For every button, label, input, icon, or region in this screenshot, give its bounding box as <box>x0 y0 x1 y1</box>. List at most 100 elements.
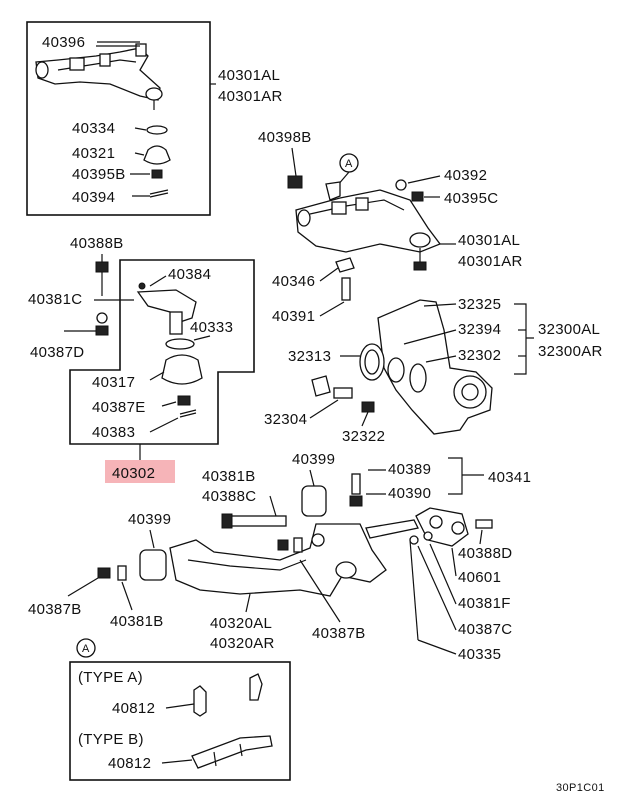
label-40381b-lower: 40381B <box>110 613 164 630</box>
knuckle-arm <box>136 289 197 323</box>
bushing-40399-upper <box>301 485 327 517</box>
label-32322: 32322 <box>342 428 385 445</box>
washer-40381b-lower <box>117 565 127 581</box>
tension-rod-40335 <box>365 507 493 641</box>
label-40383: 40383 <box>92 424 135 441</box>
nut-40395b <box>151 169 163 179</box>
ball-joint-exploded-box <box>69 259 255 445</box>
figure-code: 30P1C01 <box>556 782 605 794</box>
label-32394: 32394 <box>458 321 501 338</box>
label-40387d: 40387D <box>30 344 84 361</box>
clip-type-b <box>191 735 273 769</box>
label-40812-b: 40812 <box>108 755 151 772</box>
label-40390: 40390 <box>388 485 431 502</box>
cotter-pin-40394 <box>149 189 169 198</box>
boot-40321 <box>143 145 171 165</box>
label-40301ar-top: 40301AR <box>218 88 283 105</box>
label-40812-a: 40812 <box>112 700 155 717</box>
label-40302: 40302 <box>112 465 155 482</box>
label-40396: 40396 <box>42 34 85 51</box>
label-type-a: (TYPE A) <box>78 669 143 686</box>
callout-a-circle-bottom <box>76 638 96 658</box>
label-32313: 32313 <box>288 348 331 365</box>
bushing-40399-lower <box>139 549 167 581</box>
upper-arm-exploded-box <box>26 21 211 216</box>
label-40388d: 40388D <box>458 545 512 562</box>
bracket-32300 <box>514 303 534 375</box>
label-40387b-mid: 40387B <box>312 625 366 642</box>
label-40395c: 40395C <box>444 190 498 207</box>
callout-a-top: A <box>345 158 353 170</box>
label-40301ar-right: 40301AR <box>458 253 523 270</box>
label-40321: 40321 <box>72 145 115 162</box>
lower-arm <box>169 523 387 597</box>
bearing-32394 <box>387 357 405 383</box>
label-40346: 40346 <box>272 273 315 290</box>
nut-40387b-left <box>97 567 111 579</box>
label-40381b-upper: 40381B <box>202 468 256 485</box>
bolt-40391 <box>341 277 351 301</box>
label-32304: 32304 <box>264 411 307 428</box>
nut-40387d <box>95 325 109 336</box>
washer-40381c <box>96 312 108 324</box>
callout-a-bottom: A <box>82 643 90 655</box>
clip-type-a-side <box>249 673 263 701</box>
label-40387b-left: 40387B <box>28 601 82 618</box>
label-40389: 40389 <box>388 461 431 478</box>
washer-40334 <box>146 125 168 135</box>
label-32300al: 32300AL <box>538 321 600 338</box>
steering-knuckle <box>359 299 493 435</box>
label-40381c: 40381C <box>28 291 82 308</box>
label-type-b: (TYPE B) <box>78 731 144 748</box>
label-40333: 40333 <box>190 319 233 336</box>
clip-type-a-front <box>193 685 207 717</box>
label-40388c: 40388C <box>202 488 256 505</box>
washer-40381b-mid <box>293 537 303 553</box>
label-40392: 40392 <box>444 167 487 184</box>
label-40301al-top: 40301AL <box>218 67 280 84</box>
label-40398b: 40398B <box>258 129 312 146</box>
label-40388b: 40388B <box>70 235 124 252</box>
cotter-pin-40383 <box>179 409 197 418</box>
seal-40333 <box>165 338 195 350</box>
label-40320ar: 40320AR <box>210 635 275 652</box>
bolt-40388b <box>95 261 109 273</box>
label-40387c: 40387C <box>458 621 512 638</box>
nut-32322 <box>361 401 375 413</box>
bolt-40389 <box>351 473 361 495</box>
bushing-32313 <box>311 375 331 397</box>
label-40384: 40384 <box>168 266 211 283</box>
upper-arm-installed <box>295 189 442 273</box>
bolt-40388c <box>229 515 287 527</box>
label-32325: 32325 <box>458 296 501 313</box>
label-40335: 40335 <box>458 646 501 663</box>
nut-40395c <box>411 191 424 202</box>
label-40334: 40334 <box>72 120 115 137</box>
label-40387e: 40387E <box>92 399 146 416</box>
nut-40387b-mid <box>277 539 289 551</box>
label-40317: 40317 <box>92 374 135 391</box>
label-40399-lower: 40399 <box>128 511 171 528</box>
label-40391: 40391 <box>272 308 315 325</box>
label-40301al-right: 40301AL <box>458 232 520 249</box>
boot-40317 <box>161 354 203 385</box>
clip-types-box <box>69 661 291 781</box>
nut-40387e <box>177 395 191 406</box>
label-32300ar: 32300AR <box>538 343 603 360</box>
bolt-40398b <box>287 175 303 189</box>
label-40601: 40601 <box>458 569 501 586</box>
bolt-32304 <box>333 387 353 399</box>
label-40381f: 40381F <box>458 595 511 612</box>
label-40341: 40341 <box>488 469 531 486</box>
washer-40392 <box>395 179 407 191</box>
highlight-40302 <box>105 460 175 483</box>
bushing-32302 <box>409 363 427 393</box>
label-32302: 32302 <box>458 347 501 364</box>
bracket-40341 <box>448 457 484 495</box>
label-40394: 40394 <box>72 189 115 206</box>
nut-40390 <box>349 495 363 507</box>
label-40320al: 40320AL <box>210 615 272 632</box>
upper-arm-drawing <box>35 43 163 110</box>
label-40399-upper: 40399 <box>292 451 335 468</box>
